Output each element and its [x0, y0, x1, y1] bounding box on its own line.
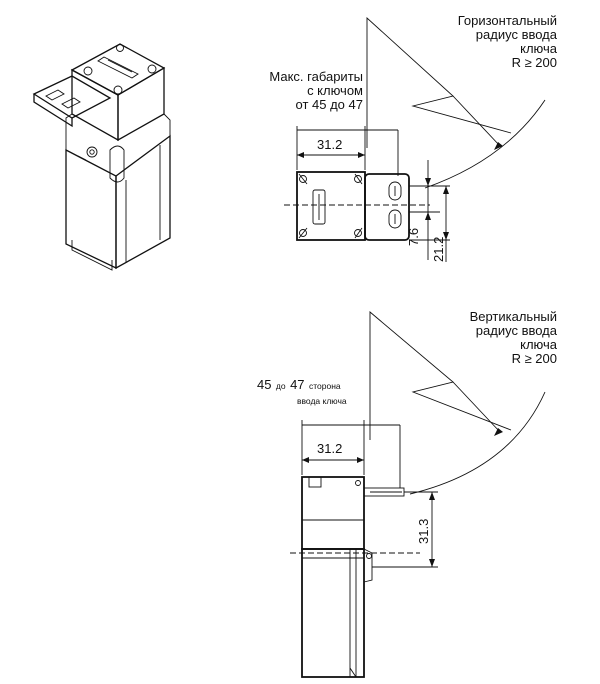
product-isometric-illustration — [32, 43, 171, 271]
vertical-radius-title-line2: радиус ввода — [475, 323, 557, 338]
max-dims-label-line2: с ключом — [307, 83, 363, 98]
radius-arc — [424, 99, 546, 189]
vertical-radius-title-line1: Вертикальный — [469, 309, 557, 324]
horizontal-radius-title-line2: радиус ввода — [475, 27, 557, 42]
horizontal-radius-value: R ≥ 200 — [511, 55, 557, 70]
vertical-radius-title-line3: ключа — [520, 337, 557, 352]
range-word: до — [275, 381, 286, 391]
max-dims-label-line3: от 45 до 47 — [295, 97, 363, 112]
entry-side-line1: сторона — [308, 381, 341, 391]
side-height-dimension: 31.3 — [416, 518, 431, 544]
horizontal-radius-title-line1: Горизонтальный — [457, 13, 557, 28]
entry-side-line2: ввода ключа — [297, 396, 347, 406]
horizontal-radius-title-line3: ключа — [520, 41, 557, 56]
range-to: 47 — [290, 377, 305, 392]
top-view-drawing — [284, 16, 546, 262]
vertical-radius-value: R ≥ 200 — [511, 351, 557, 366]
break-line — [369, 311, 512, 440]
top-large-dimension: 21.2 — [431, 236, 446, 262]
side-view-drawing — [290, 311, 546, 678]
max-dims-label-line1: Макс. габариты — [269, 69, 363, 84]
top-width-dimension: 31.2 — [317, 137, 343, 152]
radius-arc — [409, 391, 546, 495]
break-line — [366, 16, 512, 148]
top-small-dimension: 7.6 — [406, 227, 421, 246]
range-from: 45 — [257, 377, 272, 392]
key-entry-range-label: 45 до 47 сторона — [257, 377, 341, 393]
side-width-dimension: 31.2 — [317, 441, 343, 456]
